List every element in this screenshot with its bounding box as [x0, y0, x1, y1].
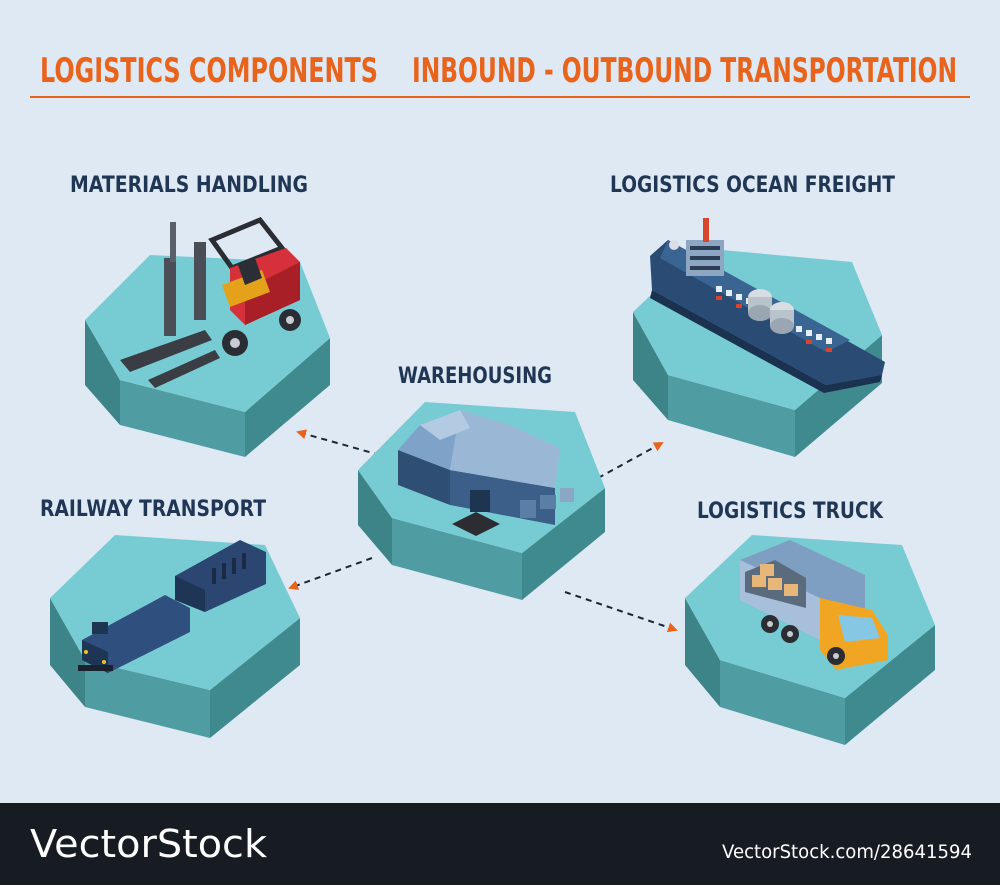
- title-right: INBOUND - OUTBOUND TRANSPORTATION: [412, 51, 957, 91]
- footer-id: VectorStock.com/28641594: [722, 841, 972, 863]
- forklift-icon: [120, 216, 301, 388]
- arrow-to-materials: [296, 429, 381, 456]
- warehouse-icon: [398, 410, 574, 536]
- title-left: LOGISTICS COMPONENTS: [40, 51, 378, 91]
- cargo-ship-icon: [650, 218, 885, 393]
- footer-bar: [0, 803, 1000, 885]
- connectors: [288, 429, 678, 633]
- label-ocean-freight: LOGISTICS OCEAN FREIGHT: [610, 173, 895, 198]
- label-logistics-truck: LOGISTICS TRUCK: [697, 499, 884, 524]
- truck-icon: [740, 540, 888, 670]
- arrow-to-truck: [564, 591, 678, 633]
- label-warehousing: WAREHOUSING: [398, 364, 552, 389]
- label-materials-handling: MATERIALS HANDLING: [70, 173, 308, 198]
- footer-brand: VectorStock: [30, 822, 267, 866]
- arrow-to-ocean: [597, 442, 664, 479]
- train-icon: [78, 540, 266, 673]
- label-railway-transport: RAILWAY TRANSPORT: [40, 497, 266, 522]
- arrow-to-railway: [288, 557, 373, 590]
